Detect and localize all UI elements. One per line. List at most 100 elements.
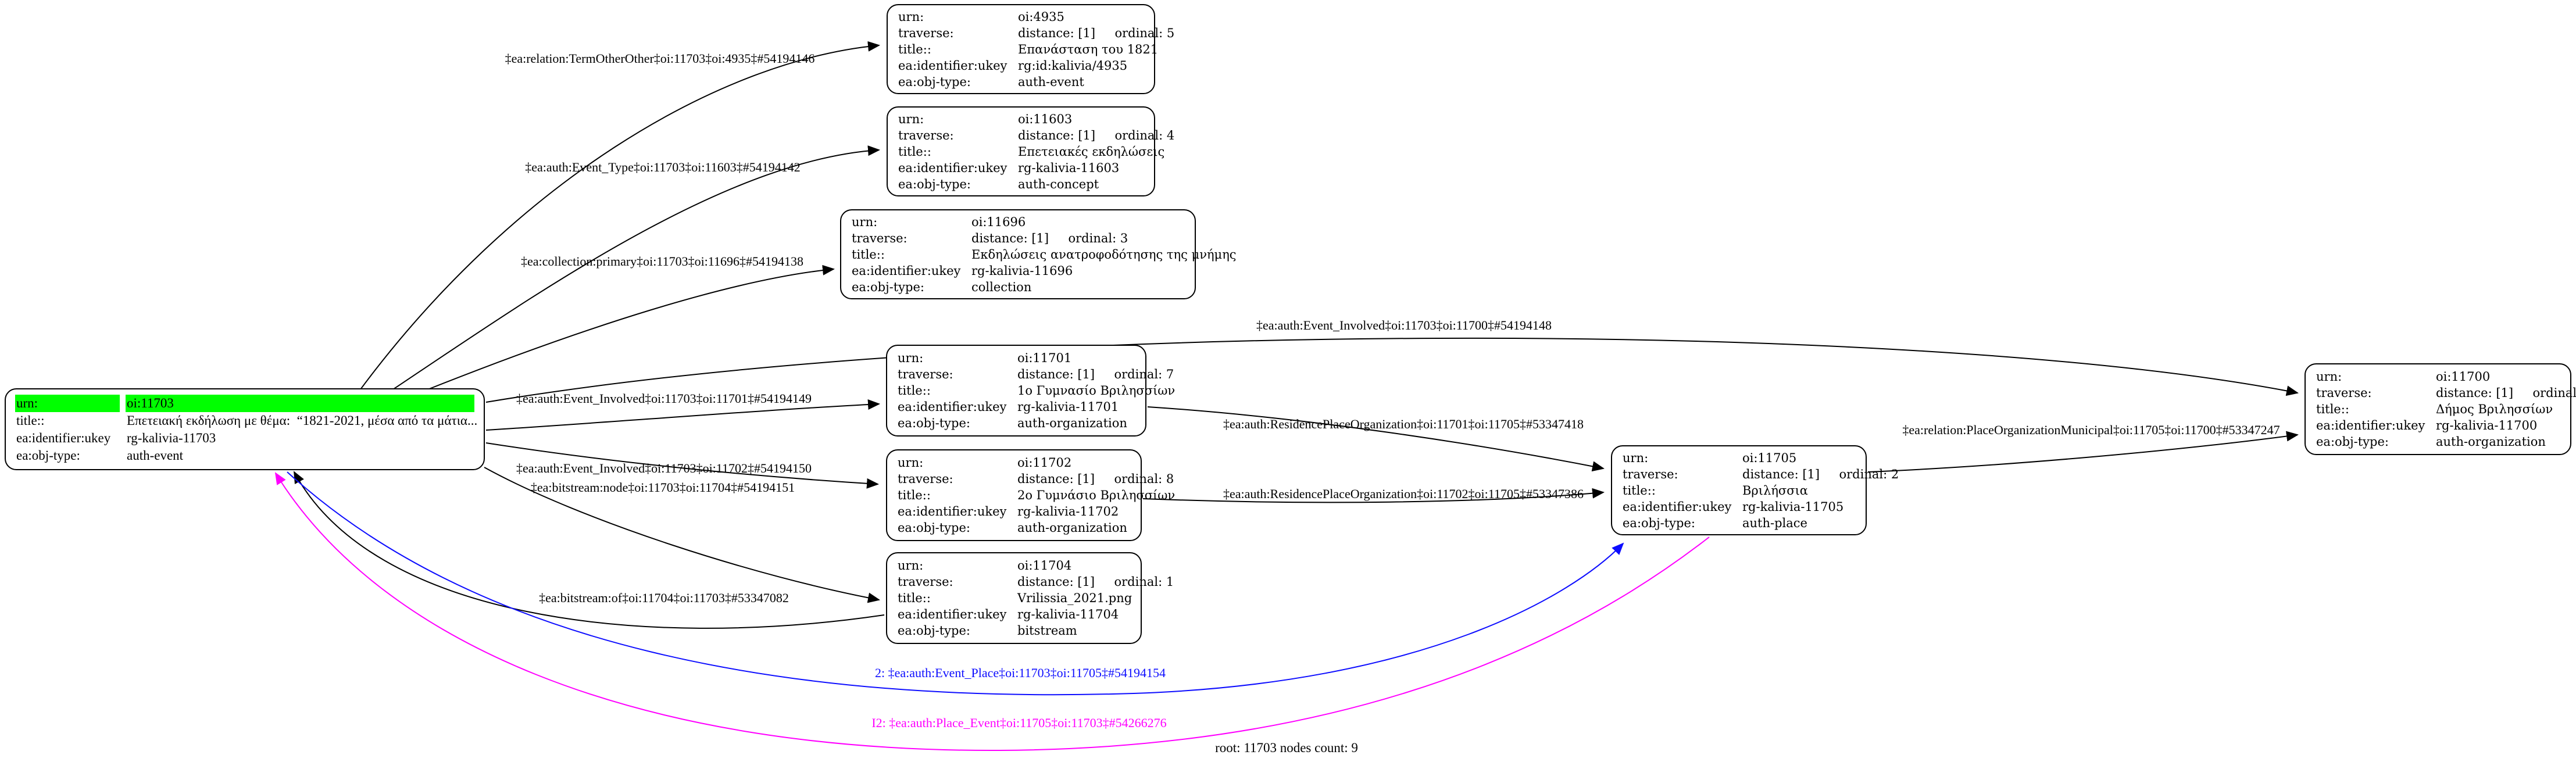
- node-row: urn: oi:11700: [2315, 369, 2561, 385]
- node-key: traverse:: [2316, 386, 2372, 400]
- node-row: title::Επετειακή εκδήλωση με θέμα: “1821…: [15, 412, 477, 430]
- node-value: auth-event: [127, 448, 184, 463]
- node-key: title::: [1623, 483, 1656, 498]
- node-row: urn:oi:11703: [15, 394, 474, 412]
- node-value: oi:11702: [1017, 456, 1072, 470]
- node-row: title::Επανάσταση του 1821: [897, 41, 1158, 58]
- node-value: distance: [1] ordinal: 1: [1017, 575, 1174, 589]
- node-row: traverse:distance: [1] ordinal: 3: [851, 230, 1185, 246]
- node-key: ea:obj-type:: [898, 416, 970, 430]
- node-row: ea:obj-type: bitstream: [896, 623, 1131, 639]
- edge-bitstream-of-11704-11703: [294, 471, 885, 629]
- node-key: ea:obj-type:: [898, 74, 971, 89]
- node-key: urn:: [2316, 370, 2342, 384]
- edge-label-bitstream-node-11703-11704: ‡ea:bitstream:node‡oi:11703‡oi:11704‡#54…: [530, 480, 795, 495]
- node-key: ea:obj-type:: [898, 177, 971, 191]
- node-key: title::: [898, 488, 931, 502]
- edge-auth-Place_Event-11705-11703: [274, 472, 1710, 752]
- node-row: traverse: distance: [1] ordinal: 1: [896, 574, 1174, 590]
- edge-relation-TermOtherOther-11703-4935: [360, 41, 880, 390]
- node-value: rg-kalivia-11702: [1017, 505, 1119, 518]
- node-row: urn: oi:11701: [896, 350, 1136, 366]
- node-row: ea:identifier:ukey rg-kalivia-11704: [896, 606, 1131, 623]
- node-key: traverse:: [898, 367, 953, 381]
- edge-auth-ResidencePlaceOrganization-11701-11705: [1147, 406, 1605, 472]
- node-key: ea:identifier:ukey: [16, 430, 111, 445]
- node-value: Βριλήσσια: [1742, 483, 1808, 498]
- edge-auth-Event_Involved-11703-11701: [485, 399, 880, 431]
- node-value: 2ο Γυμνάσιο Βριλησσίων: [1017, 488, 1176, 502]
- node-value: oi:11703: [126, 394, 474, 412]
- node-value: oi:11700: [2436, 370, 2491, 384]
- node-value: Επετειακή εκδήλωση με θέμα: “1821-2021, …: [127, 413, 478, 428]
- node-value: oi:11701: [1017, 351, 1072, 365]
- node-key: urn:: [898, 112, 924, 126]
- node-value: Εκδηλώσεις ανατροφοδότησης της μνήμης: [971, 247, 1237, 262]
- node-row: traverse:distance: [1] ordinal: 6: [2315, 385, 2576, 401]
- node-value: collection: [971, 280, 1032, 294]
- node-key: ea:identifier:ukey: [1623, 499, 1732, 514]
- node-key: ea:identifier:ukey: [898, 58, 1007, 73]
- node-value: oi:11603: [1018, 112, 1073, 126]
- node-row: ea:obj-type: auth-event: [897, 74, 1145, 90]
- node-key: urn:: [898, 351, 924, 365]
- node-key: ea:obj-type:: [898, 521, 970, 535]
- edge-label-auth-Event_Involved-11703-11702: ‡ea:auth:Event_Involved‡oi:11703‡oi:1170…: [516, 461, 812, 475]
- node-row: traverse: distance: [1] ordinal: 5: [897, 25, 1174, 41]
- node-key: urn:: [852, 214, 878, 229]
- node-value: rg-kalivia-11696: [971, 263, 1073, 278]
- node-row: urn: oi:11603: [897, 111, 1145, 127]
- node-value: distance: [1] ordinal: 7: [1017, 367, 1174, 381]
- node-11701[interactable]: urn: oi:11701 traverse: distance: [1] ordin…: [886, 345, 1175, 437]
- node-key: ea:identifier:ukey: [898, 607, 1007, 621]
- edge-auth-ResidencePlaceOrganization-11702-11705: [1142, 488, 1605, 503]
- node-row: ea:obj-type:collection: [851, 279, 1185, 295]
- node-value: bitstream: [1017, 624, 1077, 638]
- node-row: ea:obj-type: auth-concept: [897, 176, 1145, 192]
- node-value: rg-kalivia-11704: [1017, 607, 1119, 621]
- node-11603[interactable]: urn: oi:11603 traverse: distance: [1] ordin…: [887, 106, 1174, 196]
- node-key: ea:obj-type:: [898, 624, 970, 638]
- node-row: ea:obj-type:auth-organization: [896, 415, 1136, 431]
- node-key: urn:: [1623, 450, 1649, 465]
- node-value: distance: [1] ordinal: 5: [1018, 26, 1175, 40]
- node-key: traverse:: [898, 26, 954, 40]
- node-value: auth-concept: [1018, 177, 1099, 191]
- node-value: Vrilissia_2021.png: [1017, 591, 1132, 605]
- node-value: rg:id:kalivia/4935: [1018, 58, 1128, 73]
- edge-label-auth-Event_Involved-11703-11701: ‡ea:auth:Event_Involved‡oi:11703‡oi:1170…: [516, 391, 812, 406]
- node-row: urn:oi:11702: [896, 455, 1131, 471]
- node-row: traverse:distance: [1] ordinal: 8: [896, 471, 1174, 487]
- node-value: rg-kalivia-11703: [127, 430, 216, 445]
- edge-collection-primary-11703-11696: [427, 264, 835, 390]
- edge-label-collection-primary-11703-11696: ‡ea:collection:primary‡oi:11703‡oi:11696…: [521, 254, 803, 269]
- node-row: ea:obj-type:auth-event: [15, 447, 474, 464]
- node-value: rg-kalivia-11705: [1742, 499, 1844, 514]
- node-value: oi:11704: [1017, 559, 1072, 573]
- node-row: title::2ο Γυμνάσιο Βριλησσίων: [896, 487, 1175, 503]
- node-key: ea:obj-type:: [2316, 435, 2389, 449]
- node-value: auth-event: [1018, 74, 1084, 89]
- node-row: traverse: distance: [1] ordinal: 4: [897, 127, 1174, 144]
- node-value: 1ο Γυμνασίο Βριλησσίων: [1017, 384, 1176, 398]
- node-key: traverse:: [898, 575, 953, 589]
- node-key: title::: [898, 591, 931, 605]
- node-key: traverse:: [898, 128, 954, 142]
- node-value: distance: [1] ordinal: 4: [1018, 128, 1175, 142]
- node-row: urn:oi:11704: [896, 557, 1131, 574]
- edge-auth-Event_Involved-11703-11700: [485, 337, 2299, 403]
- node-row: title::Εκδηλώσεις ανατροφοδότησης της μν…: [851, 246, 1237, 263]
- node-row: ea:obj-type:auth-place: [1621, 515, 1856, 531]
- node-row: ea:obj-type:auth-organization: [896, 520, 1131, 536]
- node-row: title::Vrilissia_2021.png: [896, 590, 1132, 606]
- edge-label-auth-Event_Place-11703-11705: 2: ‡ea:auth:Event_Place‡oi:11703‡oi:1170…: [874, 666, 1166, 680]
